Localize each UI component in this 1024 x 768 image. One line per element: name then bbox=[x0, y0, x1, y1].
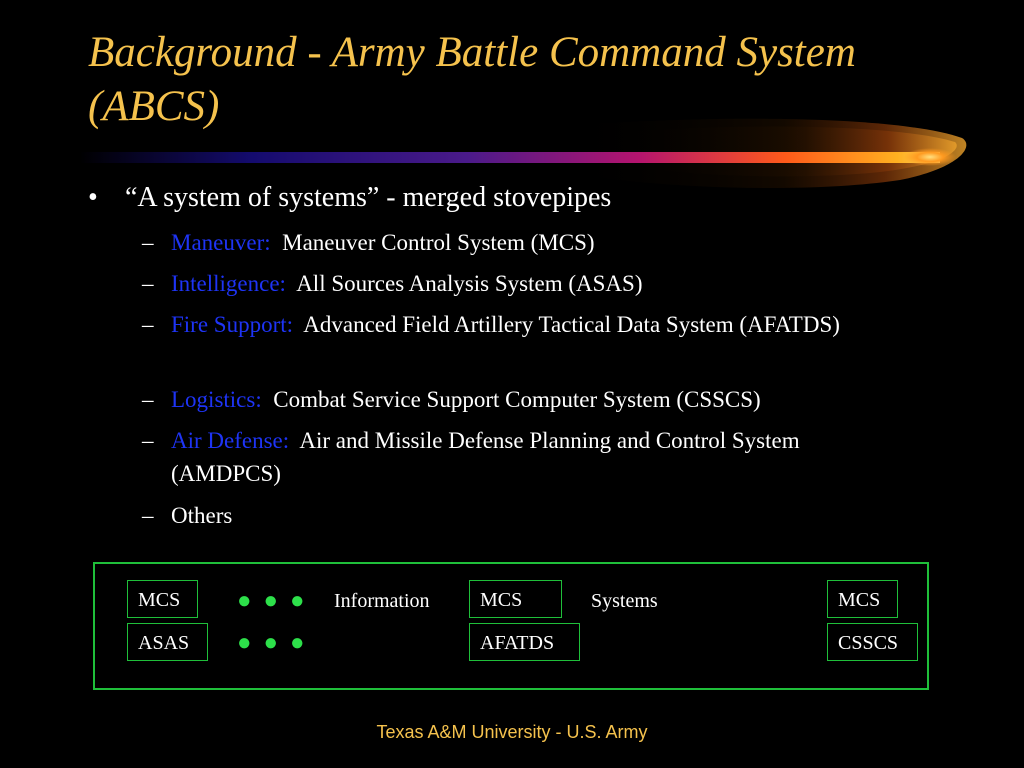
system-box-asas: ASAS bbox=[127, 623, 208, 661]
system-name: Others bbox=[171, 503, 233, 528]
main-bullet-text: “A system of systems” - merged stovepipe… bbox=[125, 182, 612, 213]
category-label: Logistics: bbox=[171, 387, 262, 412]
bullet-marker: • bbox=[88, 182, 98, 213]
category-label: Intelligence: bbox=[171, 271, 286, 296]
system-name: Air and Missile Defense Planning and Con… bbox=[171, 428, 800, 486]
swoosh-decoration bbox=[80, 118, 967, 189]
system-name: All Sources Analysis System (ASAS) bbox=[296, 271, 643, 296]
system-box-mcs-3: MCS bbox=[827, 580, 898, 618]
category-label: Fire Support: bbox=[171, 312, 294, 337]
sub-bullet-marker: – bbox=[142, 387, 154, 412]
system-box-mcs-1: MCS bbox=[127, 580, 198, 618]
system-name: Maneuver Control System (MCS) bbox=[282, 230, 595, 255]
system-name: Combat Service Support Computer System (… bbox=[273, 387, 761, 412]
category-label: Maneuver: bbox=[171, 230, 271, 255]
system-box-csscs: CSSCS bbox=[827, 623, 918, 661]
label-systems: Systems bbox=[591, 590, 658, 612]
systems-diagram bbox=[93, 562, 929, 690]
sub-bullet-marker: – bbox=[142, 230, 154, 255]
ellipsis-dots: ● ● ● bbox=[237, 588, 308, 614]
slide-title: Background - Army Battle Command System … bbox=[88, 29, 856, 130]
ellipsis-dots: ● ● ● bbox=[237, 630, 308, 656]
sub-bullet-marker: – bbox=[142, 271, 154, 296]
sub-bullet-marker: – bbox=[142, 312, 154, 337]
system-name: Advanced Field Artillery Tactical Data S… bbox=[303, 312, 840, 337]
system-box-mcs-2: MCS bbox=[469, 580, 562, 618]
slide-footer: Texas A&M University - U.S. Army bbox=[376, 722, 648, 742]
system-box-afatds: AFATDS bbox=[469, 623, 580, 661]
sub-bullet-marker: – bbox=[142, 428, 154, 453]
category-label: Air Defense: bbox=[171, 428, 290, 453]
label-information: Information bbox=[334, 590, 430, 612]
sub-bullet-marker: – bbox=[142, 503, 154, 528]
